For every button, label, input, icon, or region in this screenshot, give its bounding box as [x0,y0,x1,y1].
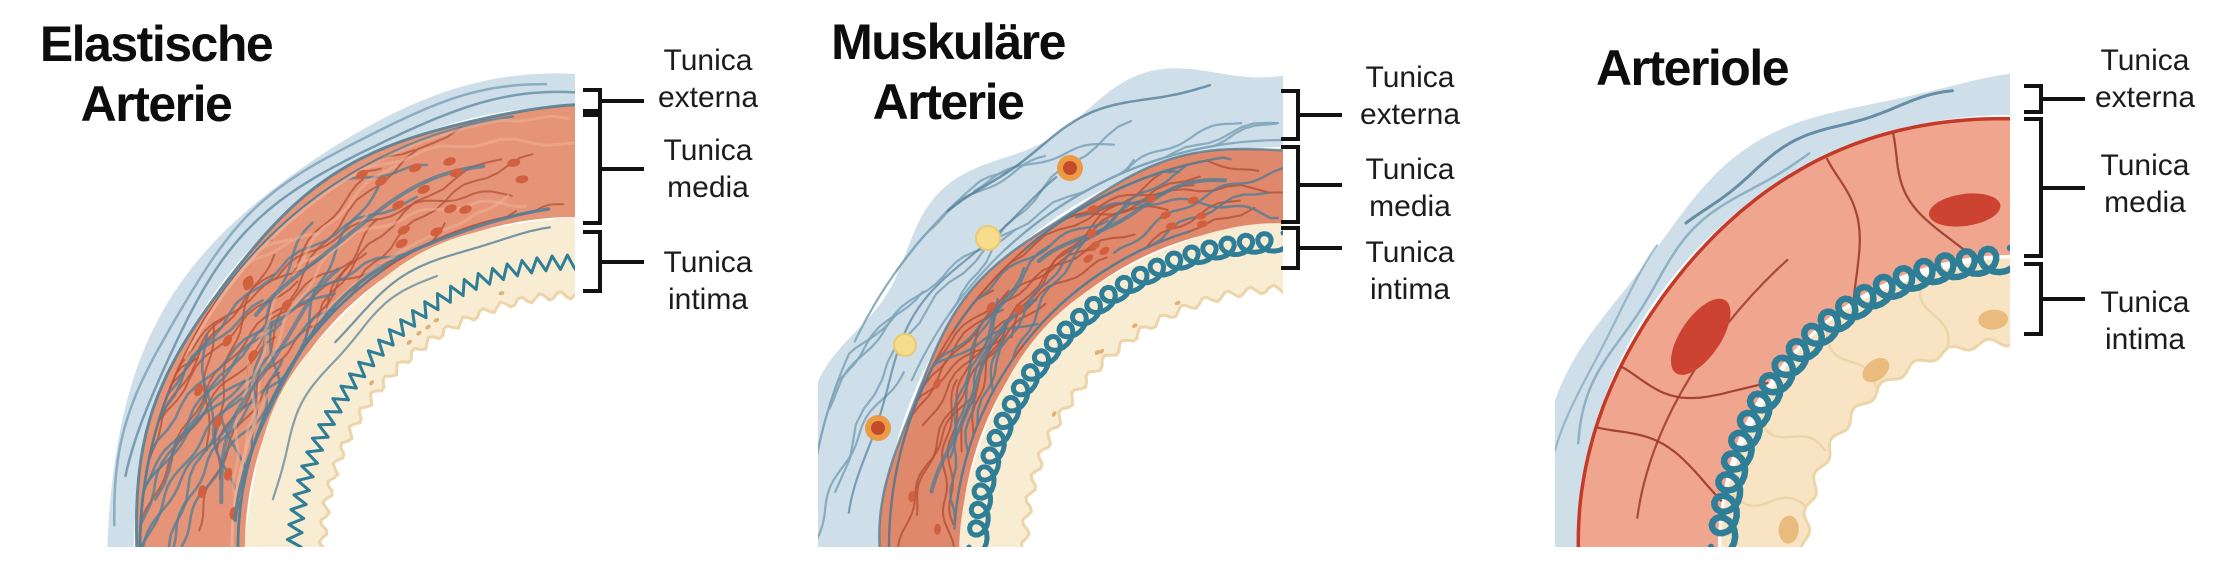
title-line: Arterie [80,76,233,132]
title-line: Muskuläre [831,14,1066,70]
label-line: Tunica [1365,61,1455,94]
label-line: intima [1369,273,1451,306]
tunica-media-bracket [2024,117,2085,258]
arteriole-illustration [1555,73,2010,547]
tunica-media-layer [1576,116,2010,547]
tunica-externa-label: Tunica externa [641,42,775,116]
tunica-intima-bracket [2024,262,2085,336]
muscular-artery-illustration [818,68,1283,547]
label-line: Tunica [663,246,753,279]
title-line: Arteriole [1595,40,1790,96]
arteriole-title: Arteriole [1542,38,1842,98]
tunica-media-label: Tunica media [641,132,775,206]
label-line: Tunica [1365,236,1455,269]
label-line: Tunica [663,44,753,77]
tunica-externa-layer [818,68,1283,547]
label-line: Tunica [2100,286,2190,319]
label-line: externa [657,81,759,114]
label-line: media [2104,186,2186,219]
label-line: externa [2094,81,2196,114]
label-line: intima [667,283,749,316]
tunica-media-label: Tunica media [2083,147,2207,221]
tunica-externa-bracket [1281,89,1342,141]
tunica-media-bracket [1281,145,1342,224]
tunica-intima-label: Tunica intima [1343,234,1477,308]
tunica-intima-label: Tunica intima [641,244,775,318]
tunica-externa-layer [1555,73,2010,547]
label-line: Tunica [1365,153,1455,186]
tunica-externa-label: Tunica externa [2083,42,2207,116]
title-line: Arterie [872,74,1025,130]
label-line: Tunica [2100,44,2190,77]
tunica-externa-bracket [583,88,644,113]
tunica-externa-bracket [2024,84,2085,114]
tunica-externa-label: Tunica externa [1343,59,1477,133]
panel-arteriole: Arteriole Tunica externa Tunica media Tuni… [1555,0,2227,572]
label-line: media [1369,190,1451,223]
tunica-media-label: Tunica media [1343,151,1477,225]
label-line: media [667,171,749,204]
tunica-intima-label: Tunica intima [2083,284,2207,358]
tunica-media-bracket [583,113,644,225]
label-line: Tunica [2100,149,2190,182]
tunica-intima-layer [1707,244,2010,547]
label-line: intima [2104,323,2186,356]
label-line: Tunica [663,134,753,167]
tunica-intima-layer [959,223,1283,547]
elastic-artery-illustration [107,73,575,547]
title-line: Elastische [39,16,274,72]
tunica-intima-layer [244,217,575,547]
tunica-intima-bracket [583,230,644,293]
tunica-media-layer [135,103,575,547]
tunica-media-layer [878,147,1283,547]
label-line: externa [1359,98,1461,131]
tunica-intima-bracket [1281,226,1342,270]
